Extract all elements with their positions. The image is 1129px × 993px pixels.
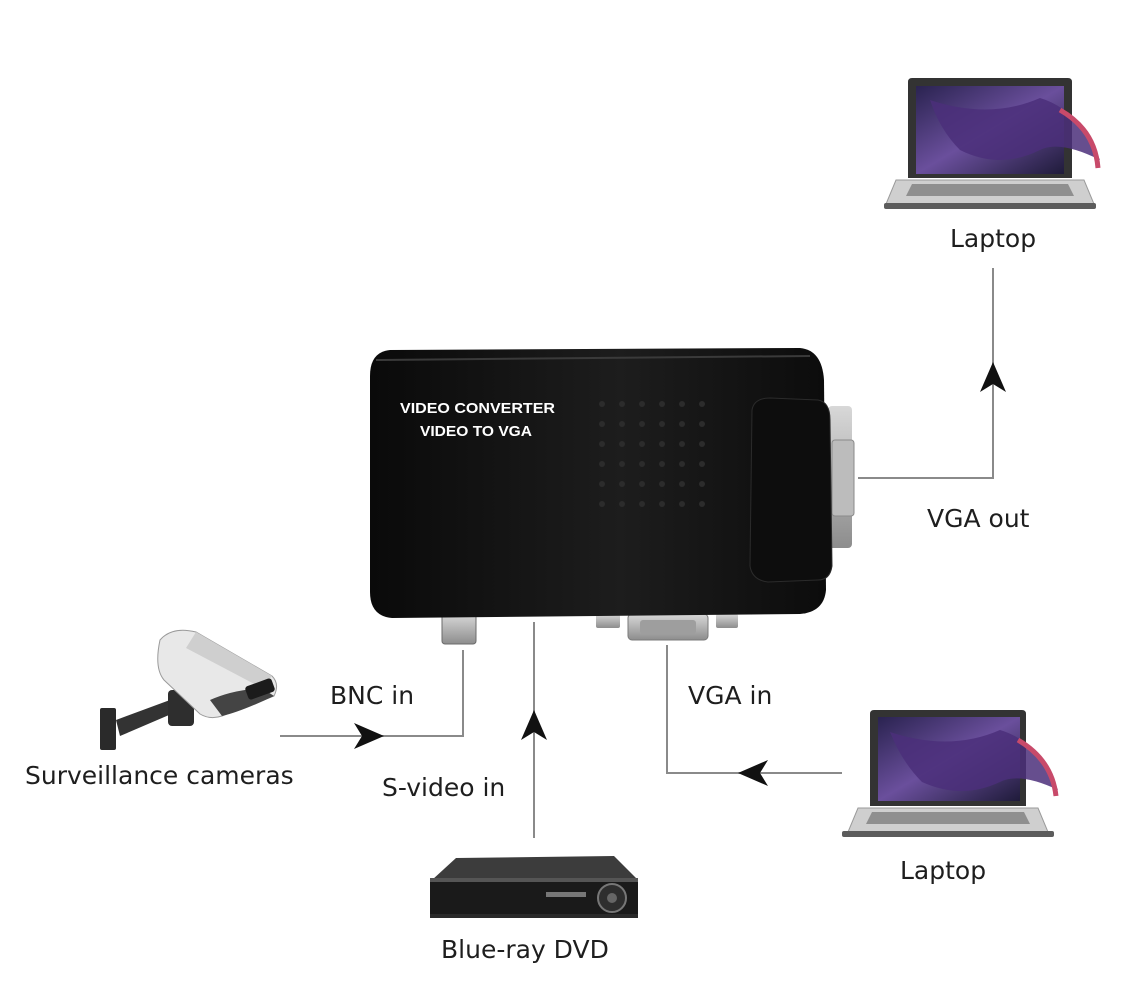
laptop-top-icon bbox=[884, 78, 1101, 209]
vent-hole bbox=[659, 421, 665, 427]
vent-hole bbox=[679, 481, 685, 487]
laptop-top-label: Laptop bbox=[950, 224, 1037, 253]
vent-hole bbox=[639, 461, 645, 467]
vent-holes bbox=[599, 401, 705, 507]
dvd-player-icon bbox=[430, 856, 638, 918]
vent-hole bbox=[599, 501, 605, 507]
svideo-in-arrow bbox=[521, 710, 547, 740]
vent-hole bbox=[679, 401, 685, 407]
vent-hole bbox=[639, 441, 645, 447]
vent-hole bbox=[699, 481, 705, 487]
vga-out-line bbox=[858, 268, 994, 479]
vent-hole bbox=[659, 501, 665, 507]
vent-hole bbox=[679, 501, 685, 507]
vent-hole bbox=[639, 501, 645, 507]
device-label-line2: VIDEO TO VGA bbox=[420, 423, 532, 440]
vga-out-arrow bbox=[980, 362, 1006, 392]
vent-hole bbox=[599, 441, 605, 447]
laptop-bottom-label: Laptop bbox=[900, 856, 987, 885]
vent-hole bbox=[619, 441, 625, 447]
vent-hole bbox=[679, 441, 685, 447]
vent-hole bbox=[619, 461, 625, 467]
bnc-in-arrow bbox=[354, 723, 384, 749]
vent-hole bbox=[639, 481, 645, 487]
vent-hole bbox=[659, 401, 665, 407]
vent-hole bbox=[619, 421, 625, 427]
vent-hole bbox=[619, 481, 625, 487]
vent-hole bbox=[659, 461, 665, 467]
vent-hole bbox=[679, 461, 685, 467]
vga-in-label: VGA in bbox=[688, 681, 773, 710]
vent-hole bbox=[599, 481, 605, 487]
vent-hole bbox=[699, 501, 705, 507]
video-converter-device: VIDEO CONVERTER VIDEO TO VGA bbox=[370, 348, 855, 645]
vent-hole bbox=[619, 401, 625, 407]
bnc-in-label: BNC in bbox=[330, 681, 415, 710]
svideo-in-label: S-video in bbox=[382, 773, 506, 802]
vent-hole bbox=[699, 401, 705, 407]
bnc-in-line bbox=[280, 650, 464, 737]
vent-hole bbox=[659, 441, 665, 447]
blue-ray-dvd-label: Blue-ray DVD bbox=[441, 935, 609, 964]
surveillance-camera-icon bbox=[100, 629, 278, 750]
device-label-line1: VIDEO CONVERTER bbox=[400, 400, 555, 417]
laptop-bottom-icon bbox=[842, 710, 1059, 837]
surveillance-cameras-label: Surveillance cameras bbox=[25, 761, 294, 790]
vent-hole bbox=[659, 481, 665, 487]
vent-hole bbox=[639, 401, 645, 407]
vent-hole bbox=[599, 401, 605, 407]
arrows bbox=[354, 362, 1006, 786]
vent-hole bbox=[619, 501, 625, 507]
vent-hole bbox=[699, 461, 705, 467]
vga-in-arrow bbox=[738, 760, 768, 786]
vent-hole bbox=[599, 421, 605, 427]
vga-out-label: VGA out bbox=[927, 504, 1030, 533]
vent-hole bbox=[599, 461, 605, 467]
vent-hole bbox=[639, 421, 645, 427]
vent-hole bbox=[699, 441, 705, 447]
vent-hole bbox=[679, 421, 685, 427]
vent-hole bbox=[699, 421, 705, 427]
vga-in-line bbox=[666, 645, 842, 774]
